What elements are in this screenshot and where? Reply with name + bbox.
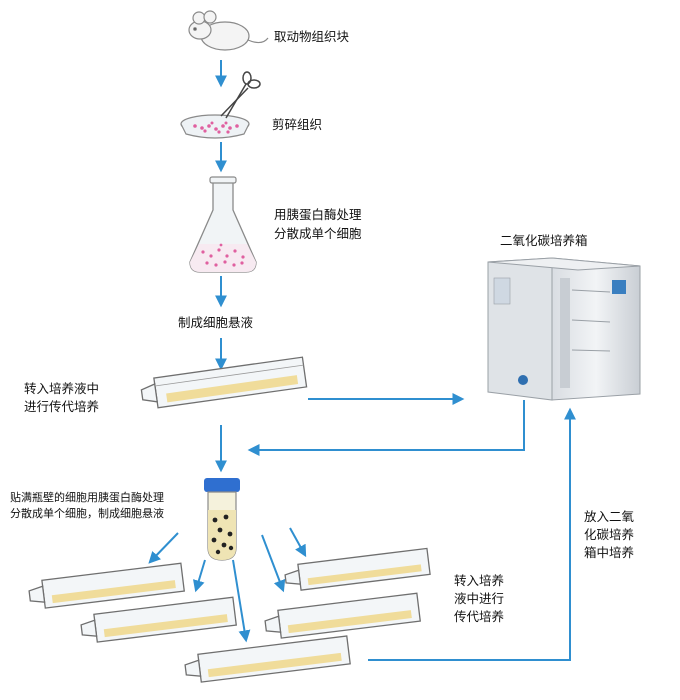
scissors-icon [220, 71, 261, 119]
culture-flask-icon [284, 547, 431, 591]
mouse-icon [188, 10, 269, 51]
step-label-mince-tissue: 剪碎组织 [272, 117, 323, 132]
culture-flask-icon [80, 596, 237, 643]
step-label-tissue-block: 取动物组织块 [274, 29, 350, 44]
step-label-trypsin-line2: 分散成单个细胞 [274, 226, 362, 241]
step-label-subculture-line3: 传代培养 [454, 609, 505, 624]
return-label-line1: 放入二氧 [584, 509, 635, 524]
return-label-line3: 箱中培养 [584, 545, 635, 560]
culture-flask-icon [264, 592, 421, 639]
centrifuge-tube-icon [204, 478, 240, 561]
return-label-line2: 化碳培养 [584, 527, 635, 542]
culture-flask-icon [140, 356, 308, 409]
incubator-label: 二氧化碳培养箱 [500, 233, 588, 248]
step-label-confluent-line2: 分散成单个细胞，制成细胞悬液 [10, 507, 164, 520]
culture-flask-icon [184, 635, 351, 683]
flow-arrows [148, 60, 576, 661]
step-label-subculture-line2: 液中进行 [454, 591, 505, 606]
step-label-transfer-line1: 转入培养液中 [24, 381, 100, 396]
step-label-cell-suspension: 制成细胞悬液 [178, 315, 254, 330]
step-label-confluent-line1: 贴满瓶壁的细胞用胰蛋白酶处理 [10, 491, 164, 504]
co2-incubator-icon [487, 257, 641, 401]
step-label-subculture-line1: 转入培养 [454, 573, 505, 588]
culture-flask-icon [28, 562, 185, 609]
step-label-trypsin-line1: 用胰蛋白酶处理 [274, 207, 362, 222]
petri-dish-icon [180, 114, 250, 139]
step-label-transfer-line2: 进行传代培养 [24, 399, 100, 414]
erlenmeyer-flask-icon [189, 176, 257, 273]
